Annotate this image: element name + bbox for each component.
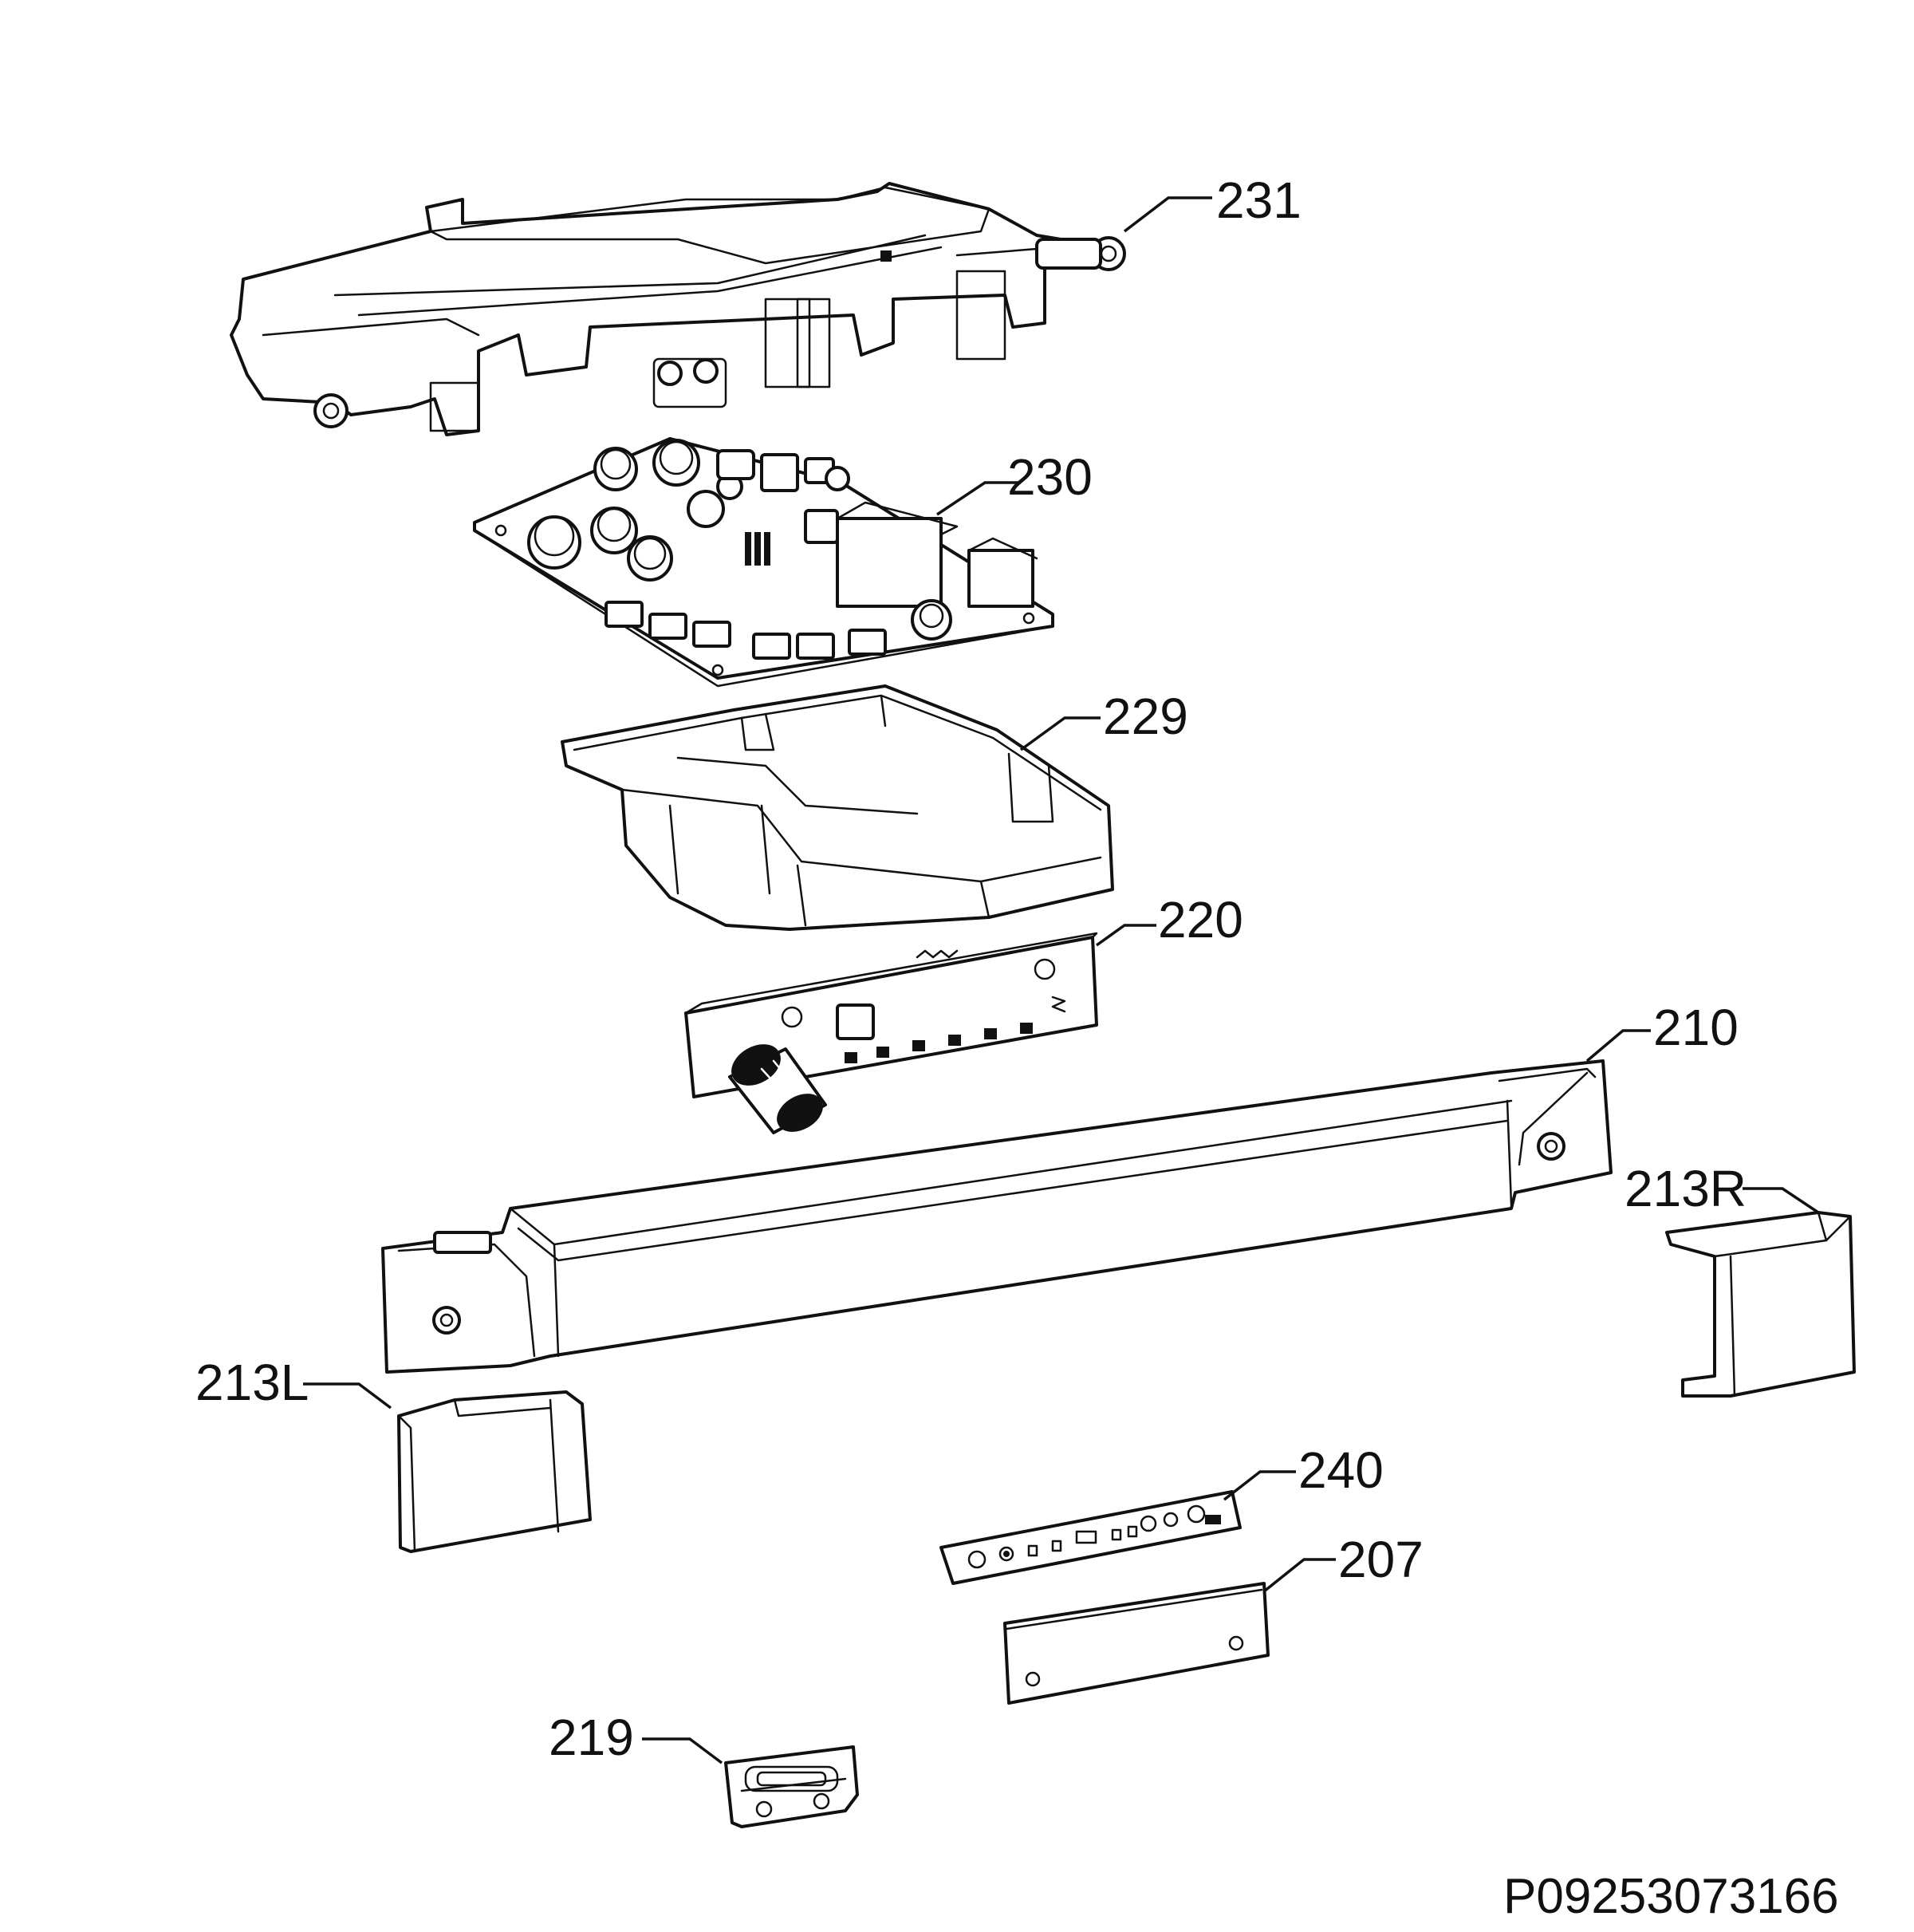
leader-220 [1095,924,1156,947]
leader-lines [303,196,1819,1764]
part-labels: 231 230 229 220 210 213R 213L 240 207 21… [195,172,1747,1766]
leader-231 [1123,196,1212,233]
part-230-main-pcb [473,437,1054,688]
part-210-panel-frame [381,1059,1613,1374]
control-knob [728,1044,827,1134]
leader-207 [1262,1558,1336,1593]
drawing-code: P09253073166 [1503,1869,1839,1924]
part-213L-left-end-cap [397,1390,592,1553]
leader-240 [1223,1470,1296,1501]
part-240-display-pcb [939,1490,1242,1585]
label-240: 240 [1298,1441,1384,1499]
leader-210 [1585,1029,1651,1063]
leader-230 [936,481,1021,516]
leader-213L [303,1382,392,1410]
part-231-bracket [230,182,1126,436]
part-229-housing-tray [561,684,1114,931]
label-231: 231 [1216,172,1302,229]
part-220-control-pcb [684,932,1098,1134]
label-210: 210 [1653,999,1739,1056]
label-220: 220 [1158,891,1243,948]
label-230: 230 [1007,448,1093,506]
label-207: 207 [1338,1531,1424,1588]
part-213R-right-end-cap [1665,1211,1856,1398]
leader-219 [642,1737,723,1764]
part-219-clip [724,1745,859,1828]
label-213L: 213L [195,1354,309,1411]
leader-229 [1019,716,1101,751]
leader-213R [1743,1187,1819,1214]
label-229: 229 [1103,688,1188,745]
label-219: 219 [549,1709,634,1766]
label-213R: 213R [1625,1160,1747,1217]
part-207-cover-plate [1003,1582,1270,1705]
